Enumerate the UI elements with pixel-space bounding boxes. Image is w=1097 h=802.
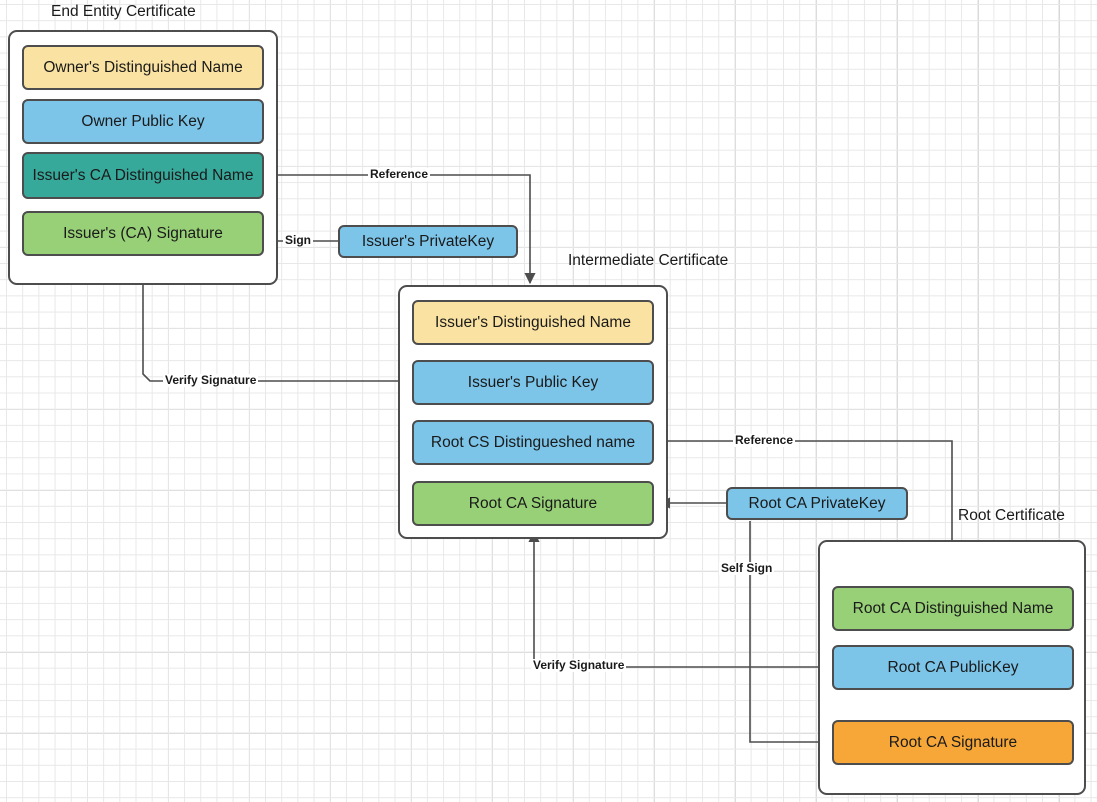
- root-field-root-ca-public-key[interactable]: Root CA PublicKey: [832, 645, 1074, 690]
- intermediate-field-root-ca-signature[interactable]: Root CA Signature: [412, 481, 654, 526]
- issuer-private-key[interactable]: Issuer's PrivateKey: [338, 225, 518, 258]
- end-entity-field-issuer-ca-distinguished-name[interactable]: Issuer's CA Distinguished Name: [22, 152, 264, 199]
- edge-self-sign: [749, 521, 830, 748]
- intermediate-field-issuer-public-key[interactable]: Issuer's Public Key: [412, 360, 654, 405]
- edge-label-reference-top: Reference: [368, 167, 431, 181]
- edge-label-verify-signature-bottom: Verify Signature: [531, 658, 627, 672]
- caption-end-entity-certificate: End Entity Certificate: [51, 3, 196, 20]
- root-field-root-ca-signature[interactable]: Root CA Signature: [832, 720, 1074, 765]
- intermediate-field-issuer-distinguished-name[interactable]: Issuer's Distinguished Name: [412, 300, 654, 345]
- caption-root-certificate: Root Certificate: [958, 507, 1065, 524]
- root-field-root-ca-distinguished-name[interactable]: Root CA Distinguished Name: [832, 586, 1074, 631]
- edge-verify-signature-bottom: [528, 530, 832, 668]
- end-entity-field-issuer-ca-signature[interactable]: Issuer's (CA) Signature: [22, 211, 264, 256]
- caption-intermediate-certificate: Intermediate Certificate: [568, 252, 729, 269]
- end-entity-field-owner-distinguished-name[interactable]: Owner's Distinguished Name: [22, 45, 264, 90]
- edge-label-self-sign: Self Sign: [719, 561, 775, 575]
- root-ca-private-key[interactable]: Root CA PrivateKey: [726, 487, 908, 520]
- intermediate-field-root-cs-distinguished-name[interactable]: Root CS Distingueshed name: [412, 420, 654, 465]
- edge-label-reference-bottom: Reference: [733, 433, 796, 447]
- end-entity-field-owner-public-key[interactable]: Owner Public Key: [22, 99, 264, 144]
- edge-label-verify-signature-top: Verify Signature: [163, 373, 259, 387]
- edge-label-sign: Sign: [283, 233, 313, 247]
